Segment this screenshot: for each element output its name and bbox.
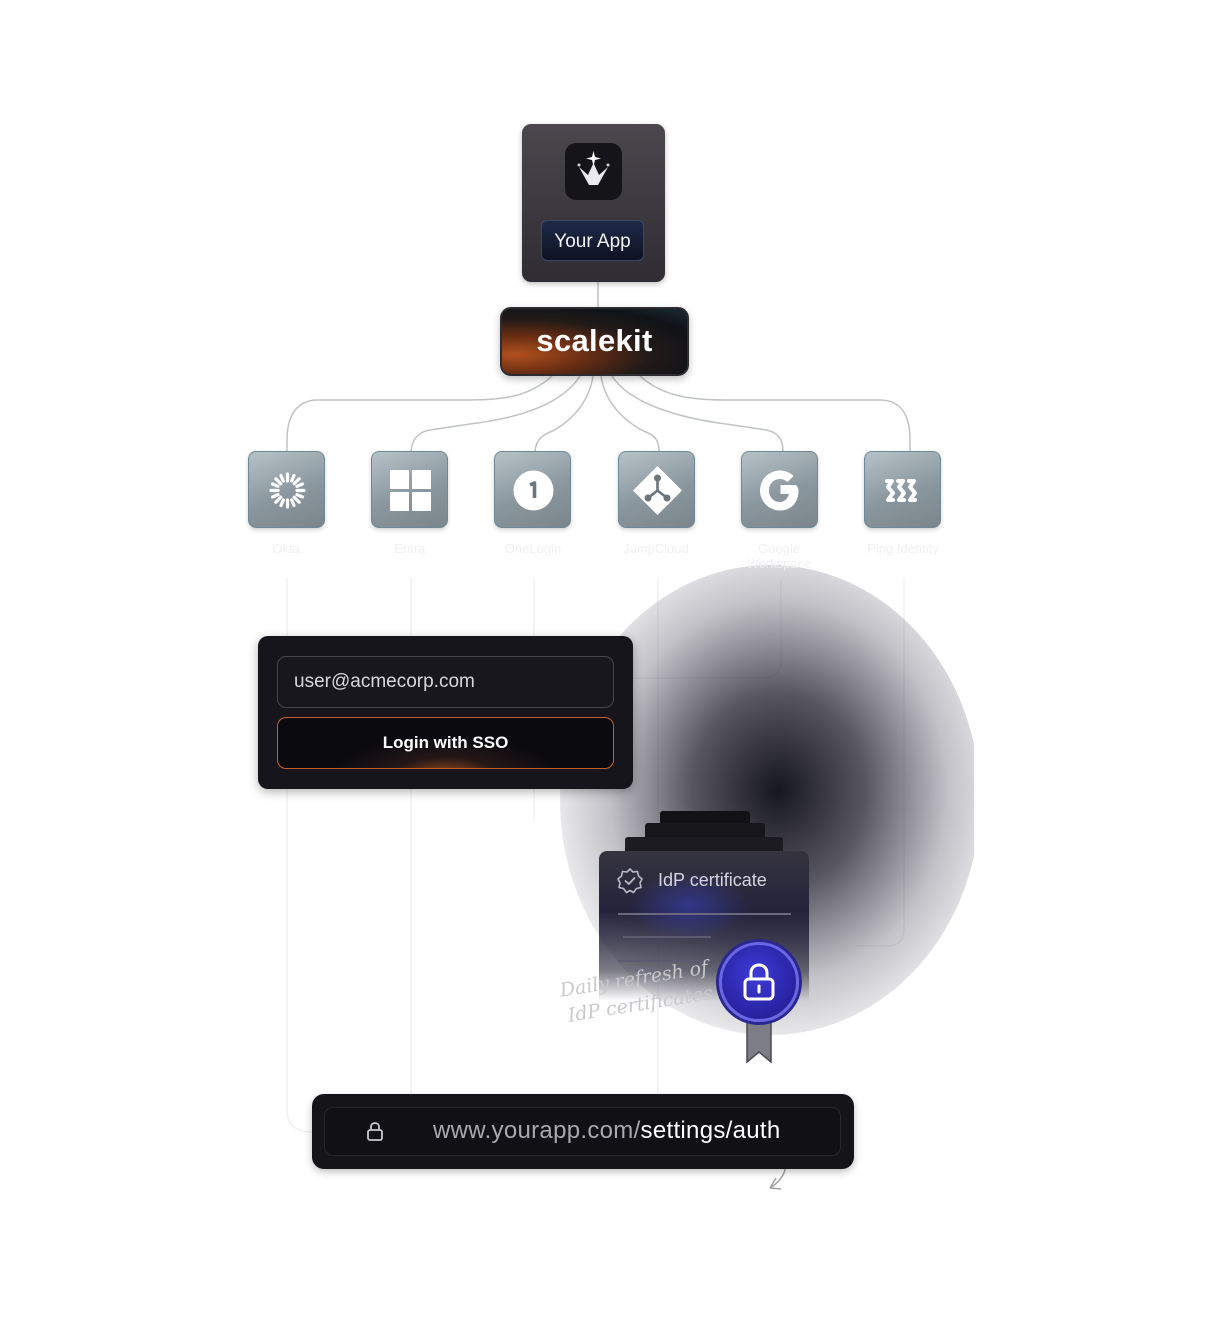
url-input[interactable]: www.yourapp.com/settings/auth	[324, 1107, 841, 1156]
login-with-sso-button[interactable]: Login with SSO	[277, 717, 614, 769]
idp-jumpcloud-tile[interactable]	[618, 451, 695, 528]
idp-okta-name: Okta	[272, 541, 300, 556]
idp-onelogin-tile[interactable]	[494, 451, 571, 528]
certificate-stack-front	[625, 837, 783, 855]
idp-okta-tile[interactable]	[248, 451, 325, 528]
google-icon	[760, 470, 799, 511]
idp-ping-name: Ping Identity	[867, 541, 939, 556]
onelogin-icon	[513, 470, 554, 511]
jumpcloud-icon	[633, 466, 682, 515]
idp-onelogin-name: OneLogin	[504, 541, 562, 556]
certificate-line	[618, 913, 791, 915]
idp-ping-tile[interactable]	[864, 451, 941, 528]
idp-jumpcloud-name: JumpCloud	[623, 541, 689, 556]
lock-icon	[367, 1122, 383, 1141]
okta-drop-line	[286, 578, 313, 1133]
your-app-label: Your App	[541, 220, 644, 261]
certificate-line	[623, 936, 711, 938]
hub-to-onelogin-line	[534, 375, 594, 452]
idp-google-tile[interactable]	[741, 451, 818, 528]
scalekit-hub[interactable]: scalekit	[500, 307, 689, 376]
hub-to-ping-line	[639, 375, 911, 451]
idp-entra-name: Entra	[394, 541, 426, 556]
your-app-card[interactable]: Your App	[522, 124, 665, 282]
certificate-highlight	[629, 871, 749, 941]
okta-icon	[269, 472, 306, 509]
url-domain: www.yourapp.com/	[433, 1117, 641, 1144]
windows-icon	[390, 470, 431, 511]
hub-to-google-line	[611, 375, 784, 452]
crown-star-icon	[565, 143, 622, 200]
login-card: user@acmecorp.com Login with SSO	[258, 636, 633, 789]
hub-to-jumpcloud-line	[600, 375, 660, 452]
hub-to-okta-line	[286, 375, 553, 451]
url-bar[interactable]: www.yourapp.com/settings/auth	[312, 1094, 854, 1169]
seal-ribbon	[746, 1010, 772, 1064]
certificate-title: IdP certificate	[658, 870, 767, 890]
badge-check-icon	[617, 868, 643, 894]
url-text: www.yourapp.com/settings/auth	[433, 1108, 781, 1154]
certificate-line	[618, 960, 710, 962]
idp-entra-tile[interactable]	[371, 451, 448, 528]
scalekit-label: scalekit	[536, 323, 653, 358]
lock-icon	[743, 963, 775, 1001]
idp-google-name: Google Workspace	[746, 541, 812, 571]
ping-icon	[885, 479, 917, 502]
glow-edge	[974, 560, 1034, 1040]
certificate-stack-middle	[645, 823, 765, 841]
certificate-seal	[719, 942, 799, 1022]
email-field[interactable]: user@acmecorp.com	[277, 656, 614, 708]
hub-to-entra-line	[410, 375, 581, 452]
url-path: settings/auth	[640, 1117, 781, 1144]
